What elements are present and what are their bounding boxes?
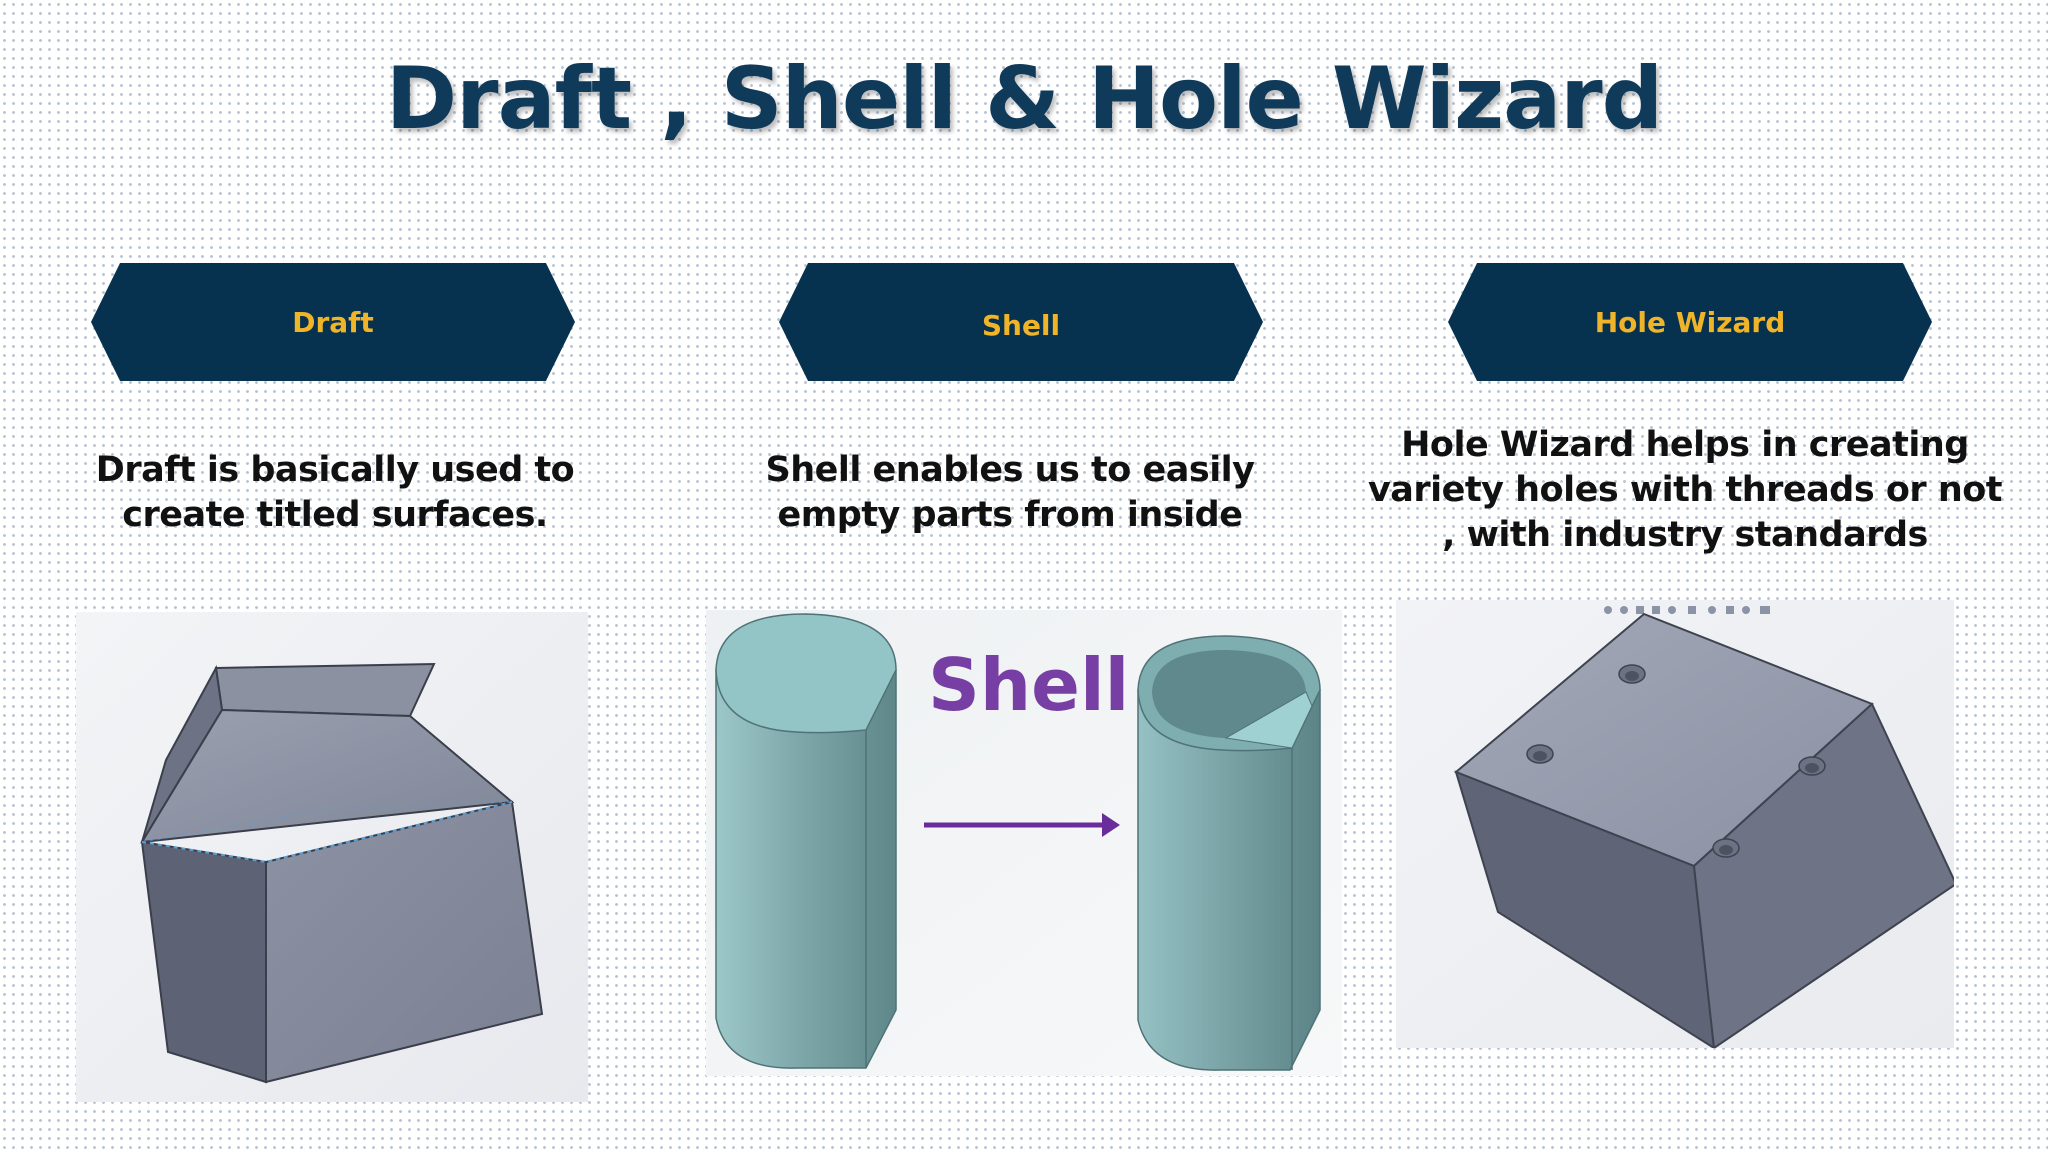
shell-description-line: empty parts from inside	[777, 495, 1243, 535]
tag-hole-wizard-label: Hole Wizard	[1594, 305, 1786, 339]
hole-icon	[1618, 664, 1646, 684]
draft-description: Draft is basically used to create titled…	[60, 448, 610, 538]
tag-draft: Draft	[91, 263, 575, 381]
hole-icon	[1526, 744, 1554, 764]
tag-shell-label: Shell	[981, 308, 1061, 342]
slide-title: Draft , Shell & Hole Wizard	[385, 49, 1663, 149]
draft-description-line: create titled surfaces.	[122, 495, 548, 535]
hole-wizard-model-image	[1396, 600, 1954, 1048]
shell-model-image: Shell	[706, 610, 1342, 1076]
hole-icon	[1712, 838, 1740, 858]
hole-wizard-description-line: , with industry standards	[1442, 515, 1928, 555]
shell-description: Shell enables us to easily empty parts f…	[735, 448, 1285, 538]
tag-hole-wizard: Hole Wizard	[1448, 263, 1932, 381]
toolbar-icons	[1604, 606, 1770, 614]
hole-icon	[1798, 756, 1826, 776]
draft-description-line: Draft is basically used to	[95, 450, 575, 490]
tag-shell: Shell	[779, 263, 1263, 381]
draft-model-image	[76, 612, 588, 1102]
hole-wizard-description-line: variety holes with threads or not	[1367, 470, 2003, 510]
hole-wizard-description-line: Hole Wizard helps in creating	[1401, 425, 1969, 465]
shell-image-label: Shell	[928, 643, 1129, 727]
tag-draft-label: Draft	[292, 305, 374, 339]
hole-wizard-description: Hole Wizard helps in creating variety ho…	[1355, 423, 2015, 558]
shell-description-line: Shell enables us to easily	[765, 450, 1255, 490]
